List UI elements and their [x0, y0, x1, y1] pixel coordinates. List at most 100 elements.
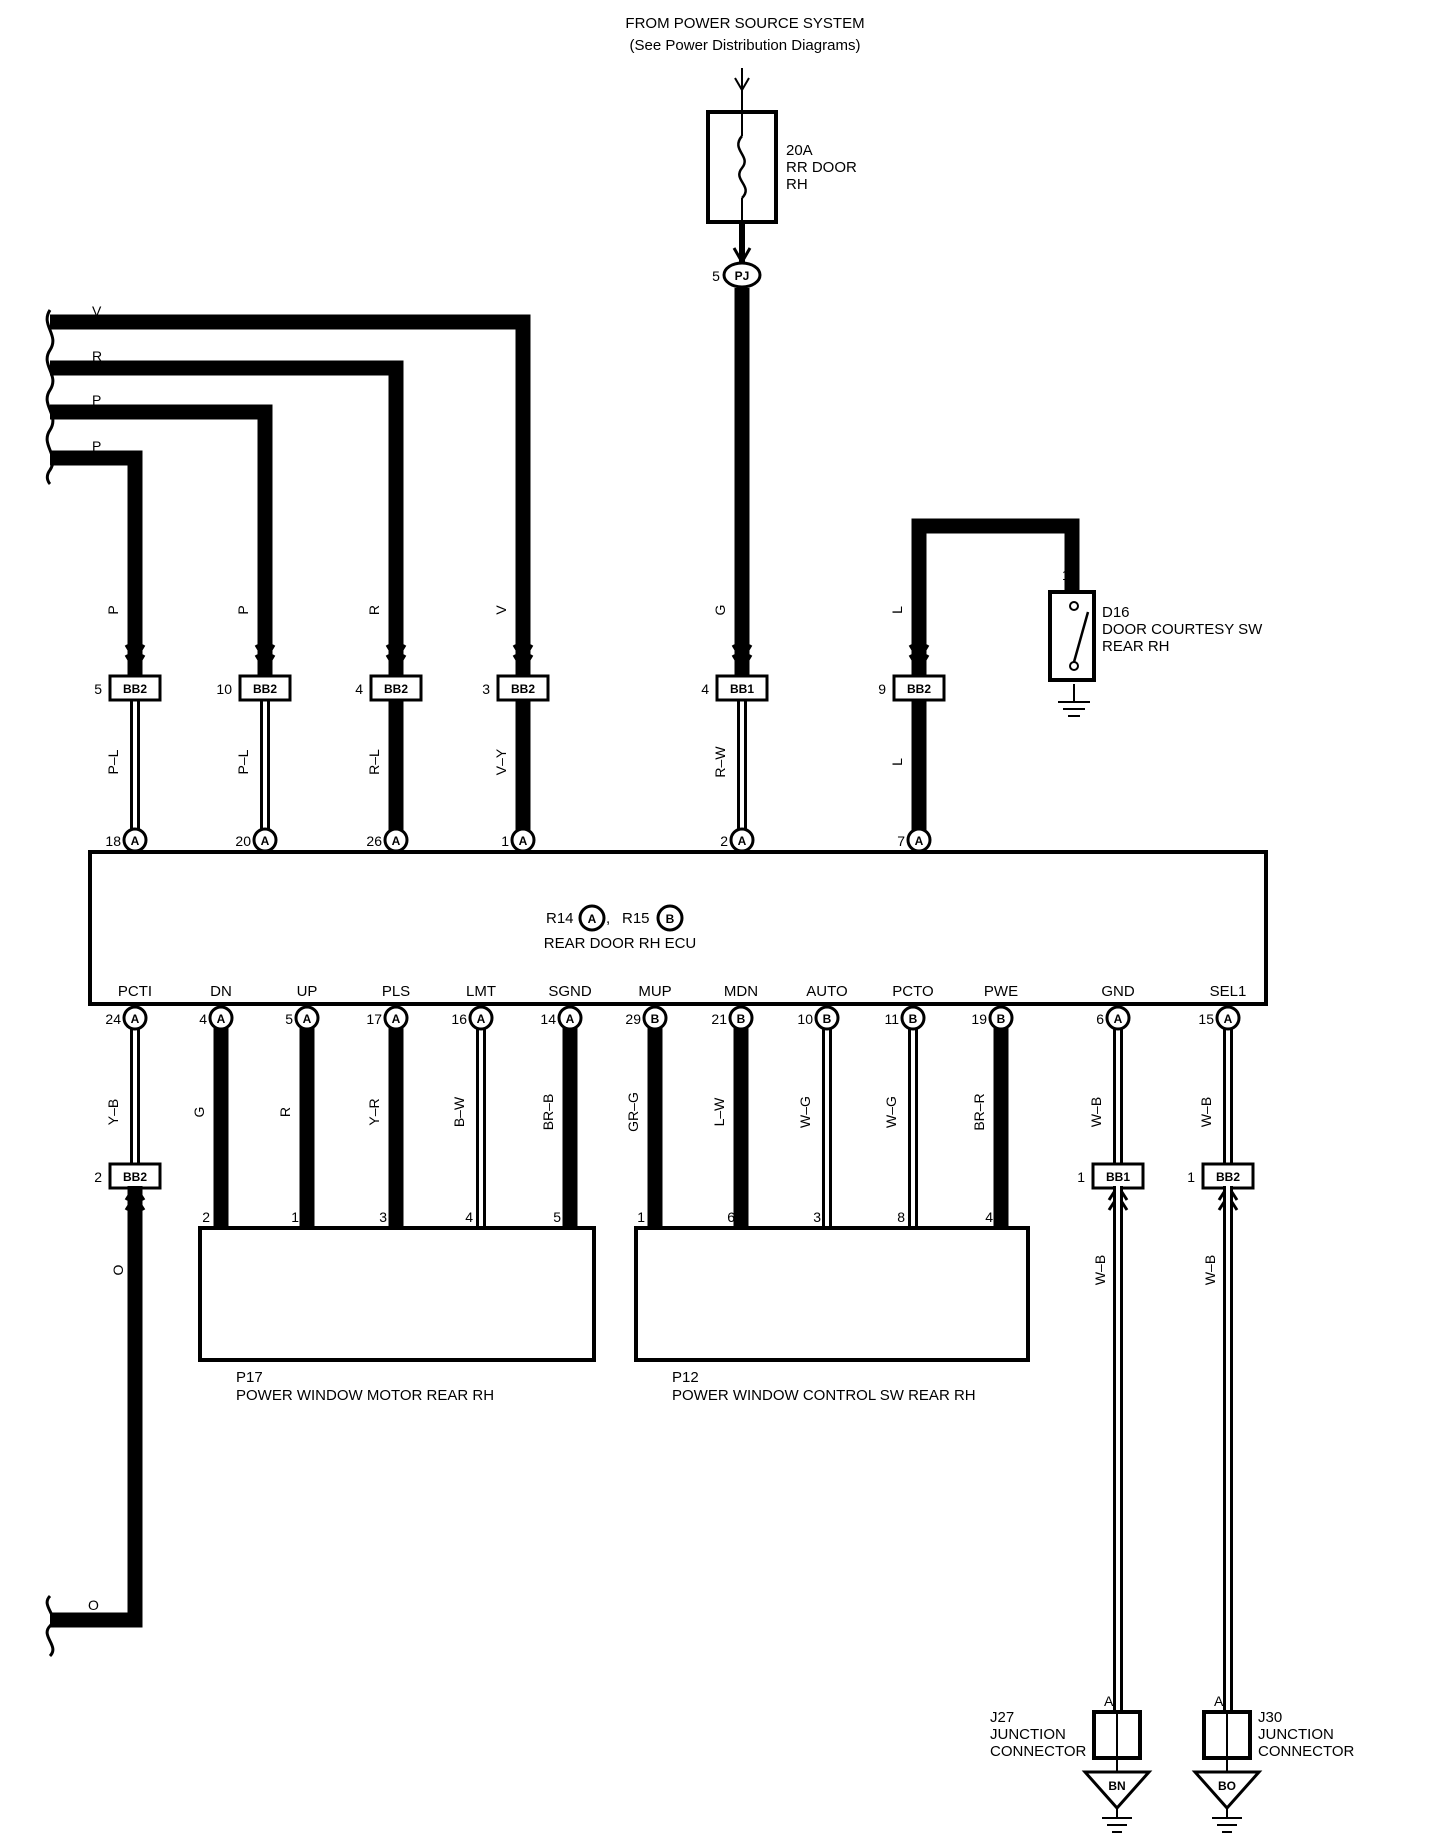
bottom-ecu-conn-10-circle [988, 1005, 1014, 1031]
top-bb-1-box [238, 674, 292, 702]
input-label-p2: P [92, 438, 101, 454]
bottom-ecu-label-6: MUP [638, 983, 671, 1000]
bottom-ecu-pin-11: 6 [1096, 1011, 1104, 1027]
gnd-lower [1113, 1186, 1233, 1712]
bottom-dev-pin-3: 3 [379, 1209, 387, 1225]
ecu-conn-a: R14 [546, 910, 574, 927]
bottom-color-8: W–G [797, 1096, 813, 1128]
bottom-ecu-conn-1-letter: A [217, 1012, 226, 1026]
top-ecu-pin-2: 26 [366, 833, 382, 849]
top-upper-color-3: V [493, 605, 509, 615]
j30-connector [1191, 1710, 1263, 1833]
j27-name-1: JUNCTION [990, 1726, 1066, 1743]
bottom-ecu-label-10: PWE [984, 983, 1018, 1000]
bottom-ecu-label-1: DN [210, 983, 232, 1000]
j27-pin: A [1104, 1693, 1114, 1709]
bottom-dev-pin-8: 3 [813, 1209, 821, 1225]
d16-switch [1048, 590, 1096, 717]
bottom-ecu-pin-2: 5 [285, 1011, 293, 1027]
top-lower-color-5: L [889, 758, 905, 766]
top-lower-color-0: P–L [105, 749, 121, 774]
bottom-color-1: G [191, 1107, 207, 1118]
bottom-ecu-conn-11-letter: A [1114, 1012, 1123, 1026]
sel-bb-id: BB2 [1216, 1170, 1240, 1184]
sel-bb-box [1201, 1162, 1255, 1190]
j27-connector [1081, 1710, 1153, 1833]
ecu-sep: , [606, 910, 610, 927]
bottom-ecu-conn-7-letter: B [737, 1012, 746, 1026]
bottom-ecu-pin-8: 10 [797, 1011, 813, 1027]
sel-lower-color: W–B [1202, 1255, 1218, 1285]
j30-pin: A [1214, 1693, 1224, 1709]
top-bb-pin-3: 3 [482, 681, 490, 697]
j27-name-2: CONNECTOR [990, 1743, 1087, 1760]
pj-connector: PJ [722, 261, 762, 289]
bottom-ecu-conn-7-circle [728, 1005, 754, 1031]
bottom-column-2: UPA5R1U [277, 983, 320, 1254]
top-bb-pin-1: 10 [216, 681, 232, 697]
top-bb-2-box [369, 674, 423, 702]
j30-ground-id: BO [1218, 1779, 1236, 1793]
bottom-ecu-conn-1-circle [208, 1005, 234, 1031]
bottom-ecu-label-12: SEL1 [1210, 983, 1247, 1000]
j30-name-2: CONNECTOR [1258, 1743, 1355, 1760]
ecu-conn-a-letter: A [588, 912, 597, 926]
ecu-title: R14 A , R15 B REAR DOOR RH ECU [544, 904, 696, 952]
top-upper-color-2: R [366, 605, 382, 615]
top-column-5: BB29LLA7CTY [878, 606, 946, 875]
bottom-color-0: Y–B [105, 1099, 121, 1125]
p17-id: P17 [236, 1369, 263, 1386]
pcti-end-label: O [88, 1597, 99, 1613]
bottom-ecu-conn-12-circle [1215, 1005, 1241, 1031]
pcti-bb-id: BB2 [123, 1170, 147, 1184]
bottom-dev-pin-5: 5 [553, 1209, 561, 1225]
bottom-ecu-label-11: GND [1101, 983, 1135, 1000]
bottom-color-2: R [277, 1107, 293, 1117]
bottom-ecu-conn-2-circle [294, 1005, 320, 1031]
bottom-ecu-conn-10-letter: B [997, 1012, 1006, 1026]
bottom-ecu-pin-9: 11 [884, 1011, 899, 1027]
bottom-ecu-pin-0: 24 [105, 1011, 121, 1027]
bottom-dev-pin-1: 2 [202, 1209, 210, 1225]
gnd-bb-pin: 1 [1077, 1169, 1085, 1185]
top-bb-3-id: BB2 [511, 682, 535, 696]
bottom-ecu-label-3: PLS [382, 983, 410, 1000]
ecu-conn-b-letter: B [666, 912, 675, 926]
source-title: FROM POWER SOURCE SYSTEM [625, 15, 864, 32]
p17-box [198, 1226, 596, 1362]
bottom-ecu-conn-0-circle [122, 1005, 148, 1031]
bottom-ecu-conn-5-letter: A [566, 1012, 575, 1026]
top-ecu-pin-1: 20 [235, 833, 251, 849]
top-bb-pin-4: 4 [701, 681, 709, 697]
top-bb-1-id: BB2 [253, 682, 277, 696]
p12-box [634, 1226, 1030, 1362]
d16-id: D16 [1102, 604, 1130, 621]
top-lower-color-1: P–L [235, 749, 251, 774]
bottom-ecu-conn-9-letter: B [909, 1012, 918, 1026]
pcti-bb-pin: 2 [94, 1169, 102, 1185]
d16-name-2: REAR RH [1102, 638, 1170, 655]
top-ecu-conn-0-letter: A [131, 834, 140, 848]
bottom-ecu-conn-3-letter: A [392, 1012, 401, 1026]
bottom-ecu-label-4: LMT [466, 983, 496, 1000]
top-ecu-pin-4: 2 [720, 833, 728, 849]
bottom-ecu-conn-5-circle [557, 1005, 583, 1031]
pj-pin: 5 [712, 268, 720, 284]
bottom-dev-pin-7: 6 [727, 1209, 735, 1225]
bottom-ecu-pin-4: 16 [451, 1011, 467, 1027]
input-label-r: R [92, 348, 102, 364]
bottom-ecu-conn-9-circle [900, 1005, 926, 1031]
top-ecu-conn-3-letter: A [519, 834, 528, 848]
bottom-ecu-conn-12-letter: A [1224, 1012, 1233, 1026]
bottom-columns: PCTIA24Y–BDNA4G2DUPA5R1UPLSA17Y–R3PLSLMT… [94, 983, 1255, 1254]
fuse-rating: 20A [786, 142, 813, 159]
top-ecu-conn-2-letter: A [392, 834, 401, 848]
